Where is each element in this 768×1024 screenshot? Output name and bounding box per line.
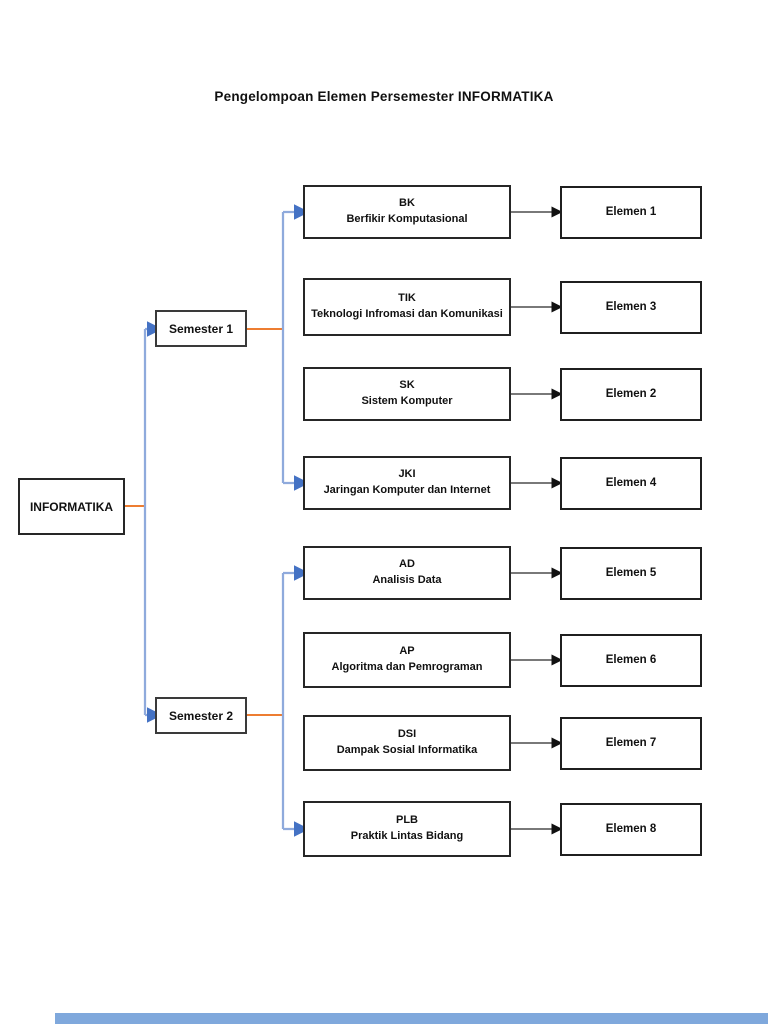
subject-name: Praktik Lintas Bidang	[350, 830, 464, 842]
element-label: Elemen 3	[605, 301, 657, 313]
subject-box-jki: JKI Jaringan Komputer dan Internet	[303, 456, 511, 510]
element-box-3: Elemen 2	[560, 367, 702, 421]
element-box-2: Elemen 3	[560, 280, 702, 334]
subject-name: Dampak Sosial Informatika	[336, 744, 478, 756]
subject-box-ap: AP Algoritma dan Pemrograman	[303, 632, 511, 688]
diagram-title: Pengelompoan Elemen Persemester INFORMAT…	[214, 89, 554, 104]
subject-code: AP	[399, 645, 415, 658]
page-bottom-bar	[55, 1013, 768, 1024]
subject-name: Jaringan Komputer dan Internet	[323, 484, 491, 496]
subject-name: Teknologi Infromasi dan Komunikasi	[311, 308, 503, 320]
subject-code: AD	[399, 558, 415, 571]
subject-code: DSI	[397, 728, 417, 741]
subject-box-plb: PLB Praktik Lintas Bidang	[303, 801, 511, 857]
subject-code: SK	[399, 379, 415, 392]
element-label: Elemen 8	[605, 823, 657, 835]
subject-code: BK	[399, 197, 415, 210]
semester-2-node: Semester 2	[155, 697, 247, 734]
element-label: Elemen 1	[605, 206, 657, 218]
element-label: Elemen 5	[605, 567, 657, 579]
semester-1-node: Semester 1	[155, 310, 247, 347]
semester-1-label: Semester 1	[168, 321, 234, 336]
element-box-8: Elemen 8	[560, 802, 702, 856]
subject-name: Analisis Data	[372, 574, 442, 586]
element-label: Elemen 7	[605, 737, 657, 749]
root-node-label: INFORMATIKA	[29, 499, 114, 514]
element-box-4: Elemen 4	[560, 456, 702, 510]
element-label: Elemen 6	[605, 654, 657, 666]
subject-code: TIK	[398, 292, 416, 305]
subject-box-tik: TIK Teknologi Infromasi dan Komunikasi	[303, 278, 511, 336]
subject-box-dsi: DSI Dampak Sosial Informatika	[303, 715, 511, 771]
element-box-7: Elemen 7	[560, 716, 702, 770]
subject-box-sk: SK Sistem Komputer	[303, 367, 511, 421]
subject-code: PLB	[396, 814, 418, 827]
root-node-informatika: INFORMATIKA	[18, 478, 125, 535]
subject-name: Berfikir Komputasional	[346, 213, 468, 225]
element-box-5: Elemen 5	[560, 546, 702, 600]
element-label: Elemen 2	[605, 388, 657, 400]
subject-code: JKI	[398, 468, 416, 481]
element-label: Elemen 4	[605, 477, 657, 489]
element-box-6: Elemen 6	[560, 633, 702, 687]
semester-2-label: Semester 2	[168, 708, 234, 723]
subject-name: Algoritma dan Pemrograman	[331, 661, 483, 673]
element-box-1: Elemen 1	[560, 185, 702, 239]
subject-box-ad: AD Analisis Data	[303, 546, 511, 600]
subject-box-bk: BK Berfikir Komputasional	[303, 185, 511, 239]
subject-name: Sistem Komputer	[361, 395, 453, 407]
